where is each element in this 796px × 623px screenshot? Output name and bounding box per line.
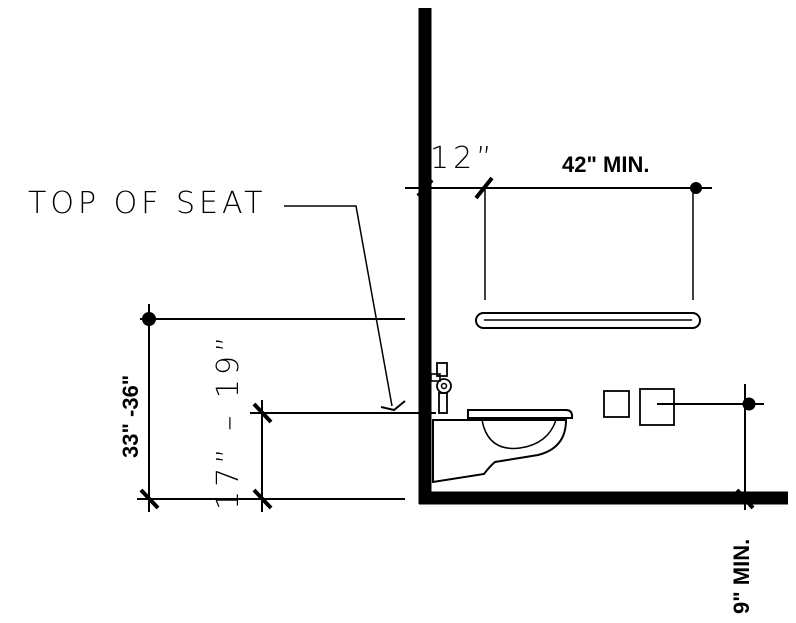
flush-valve-body xyxy=(436,362,448,377)
dispenser-large xyxy=(639,388,675,426)
grab-bar-height-top-dot xyxy=(142,312,156,326)
flush-valve-pipe xyxy=(438,392,448,414)
wall-tick xyxy=(416,178,434,198)
grab-bar-start-tick xyxy=(474,176,494,200)
flush-valve xyxy=(430,362,452,414)
leader-arrowhead xyxy=(380,400,406,412)
dispenser-clearance-label: 9" MIN. xyxy=(729,539,754,614)
flush-valve-dial-center xyxy=(440,382,448,390)
grab-bar-height-dimension: 33" -36" xyxy=(118,304,405,512)
flush-valve-handle xyxy=(430,373,441,382)
grab-bar xyxy=(475,312,701,329)
wall-group xyxy=(418,8,788,505)
seat-height-bottom-tick xyxy=(252,488,273,510)
top-of-seat-label: TOP OF SEAT xyxy=(28,186,267,221)
toilet-seat xyxy=(467,409,573,419)
flush-valve-dial xyxy=(436,378,452,394)
leader-line xyxy=(284,205,393,407)
dispensers: 9" MIN. xyxy=(603,384,764,614)
top-of-seat-leader: TOP OF SEAT xyxy=(28,186,406,412)
seat-height-dimension: 17” – 19” xyxy=(211,332,436,512)
toilet-bowl xyxy=(432,419,568,484)
grab-bar-offset-label: 12” xyxy=(430,141,496,176)
seat-height-label: 17” – 19” xyxy=(211,332,246,510)
dispenser-floor-tick xyxy=(735,488,755,510)
grab-bar-height-label: 33" -36" xyxy=(118,375,143,458)
seat-height-top-tick xyxy=(252,402,273,424)
toilet xyxy=(432,409,573,484)
grab-bar-outer xyxy=(475,312,701,329)
toilet-bowl-inner xyxy=(481,419,557,450)
dispenser-small xyxy=(603,390,630,418)
grab-bar-end-dot xyxy=(690,182,702,194)
grab-bar-length-label: 42" MIN. xyxy=(562,152,649,177)
grab-bar-length-dimension: 12” 42" MIN. xyxy=(405,141,712,300)
